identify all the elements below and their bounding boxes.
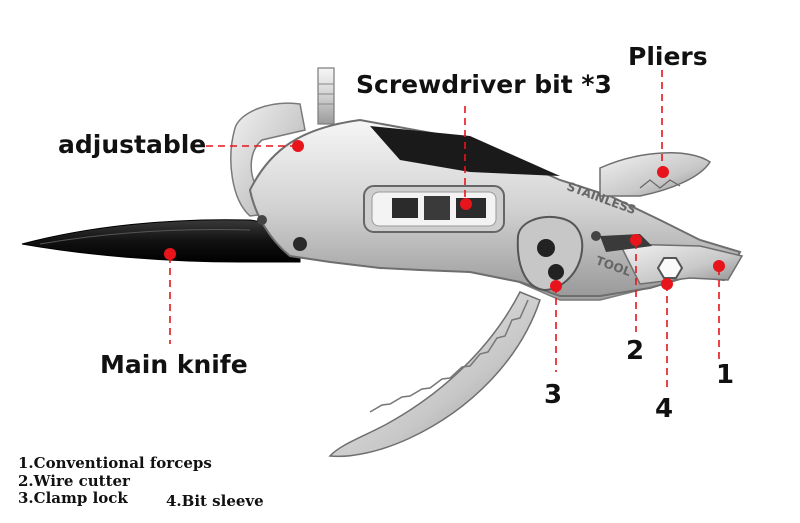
bit-2 xyxy=(424,196,450,220)
bit-sleeve-hex xyxy=(656,257,684,279)
label-adjustable: adjustable xyxy=(58,130,207,159)
label-num-3: 3 xyxy=(544,380,563,410)
main-knife-blade xyxy=(21,219,301,263)
marker-1 xyxy=(713,260,725,272)
marker-3 xyxy=(550,280,562,292)
label-pliers: Pliers xyxy=(628,42,708,71)
marker-dots xyxy=(164,140,725,292)
legend-item-2: 2.Wire cutter xyxy=(18,472,130,490)
pivot-rivet-2 xyxy=(257,215,267,225)
marker-pliers xyxy=(657,166,669,178)
marker-adjustable xyxy=(292,140,304,152)
top-spine xyxy=(370,126,560,176)
marker-2 xyxy=(630,234,642,246)
label-screwdriver-bit: Screwdriver bit *3 xyxy=(356,70,612,99)
label-main-knife: Main knife xyxy=(100,350,248,379)
leader-lines xyxy=(169,70,720,392)
legend-item-1: 1.Conventional forceps xyxy=(18,454,212,472)
label-num-2: 2 xyxy=(626,336,645,366)
marker-main-knife xyxy=(164,248,176,260)
pivot-rivet xyxy=(293,237,307,251)
saw-teeth xyxy=(369,299,529,413)
marker-4 xyxy=(661,278,673,290)
wrench-head xyxy=(230,102,306,217)
knife-edge-highlight xyxy=(39,229,251,245)
pivot-rivet-3 xyxy=(591,231,601,241)
label-num-1: 1 xyxy=(716,360,735,390)
saw-blade xyxy=(328,291,541,458)
lower-plier-jaw xyxy=(618,243,744,285)
bit-1 xyxy=(392,198,418,218)
upper-plier-jaw xyxy=(599,152,712,197)
label-num-4: 4 xyxy=(655,394,674,424)
legend-item-4: 4.Bit sleeve xyxy=(166,492,264,510)
legend-item-3: 3.Clamp lock xyxy=(18,489,128,507)
marker-screwdriver xyxy=(460,198,472,210)
wrench-tab xyxy=(317,67,335,125)
